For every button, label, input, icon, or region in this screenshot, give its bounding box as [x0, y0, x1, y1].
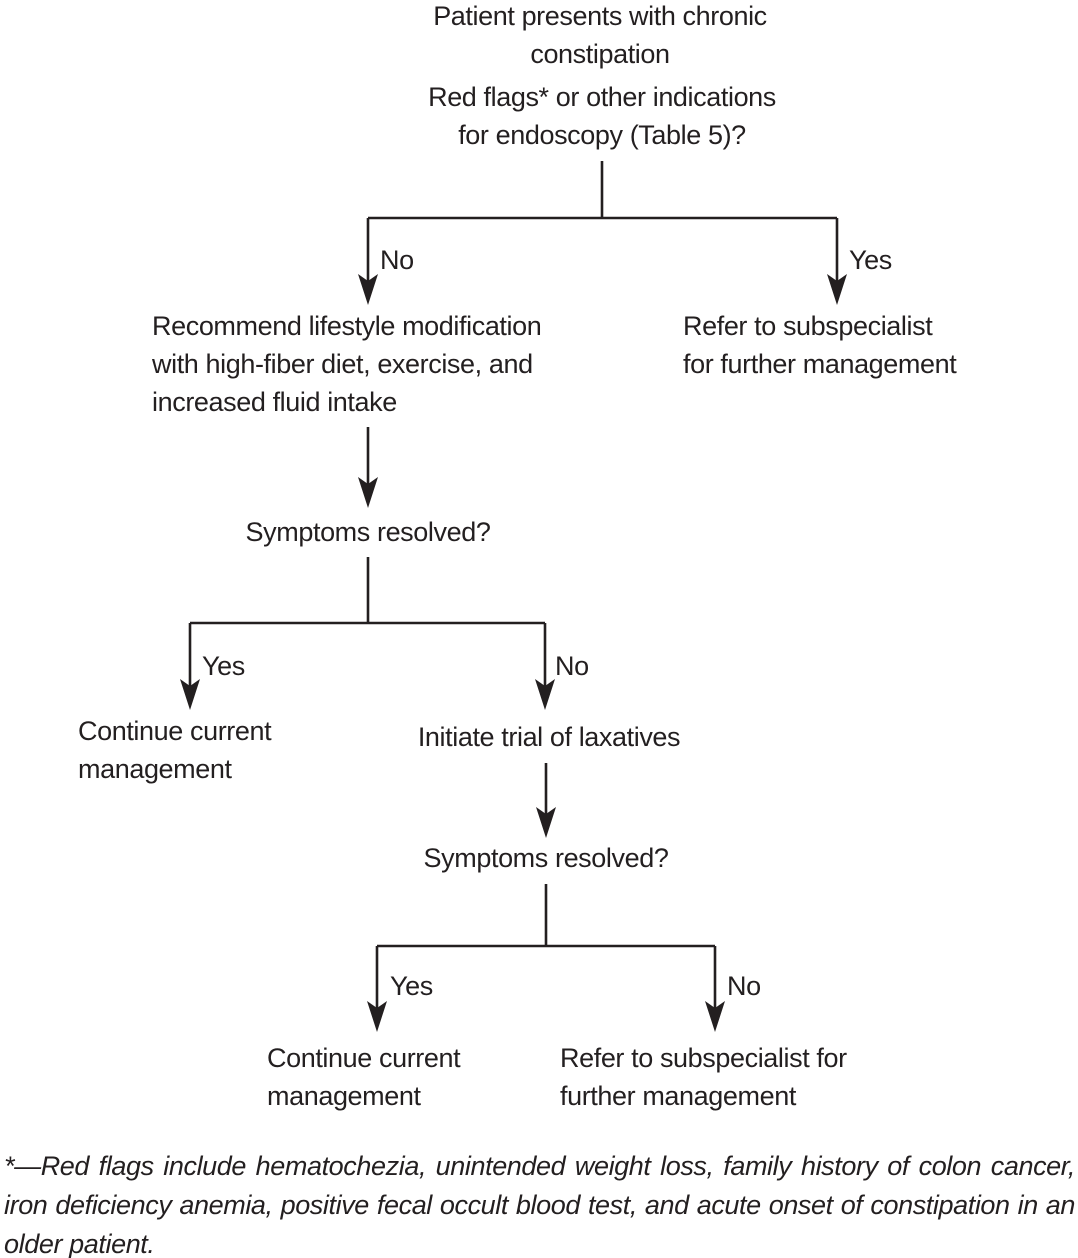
node-text-line: for endoscopy (Table 5)?	[458, 120, 746, 150]
arrowhead-branch2-left	[180, 679, 200, 710]
node-red-flags-question: Red flags* or other indications for endo…	[382, 78, 822, 154]
arrowhead-branch2-right	[535, 679, 555, 710]
branch-label-endoscopy-yes: Yes	[849, 245, 892, 275]
arrowhead-branch3-right	[705, 1001, 725, 1032]
arrowhead-to-symptoms2	[536, 807, 556, 838]
node-text-line: management	[78, 754, 232, 784]
node-symptoms-resolved-2: Symptoms resolved?	[396, 839, 696, 877]
arrowhead-to-symptoms1	[358, 477, 378, 508]
node-lifestyle-modification: Recommend lifestyle modification with hi…	[152, 307, 542, 421]
node-continue-management-1: Continue current management	[78, 712, 272, 788]
node-text-line: Red flags* or other indications	[428, 82, 776, 112]
node-text-line: management	[267, 1081, 421, 1111]
node-text-line: for further management	[683, 349, 957, 379]
branch-label-resolved2-yes: Yes	[390, 971, 433, 1001]
node-text-line: Patient presents with chronic	[433, 1, 767, 31]
node-text-line: with high-fiber diet, exercise, and	[152, 349, 533, 379]
node-text-line: Recommend lifestyle modification	[152, 311, 542, 341]
node-text-line: Refer to subspecialist for	[560, 1043, 847, 1073]
node-text-line: constipation	[530, 39, 670, 69]
arrowhead-branch1-right	[827, 274, 847, 305]
arrowhead-branch3-left	[367, 1001, 387, 1032]
node-refer-subspecialist-2: Refer to subspecialist for further manag…	[560, 1039, 847, 1115]
node-text-line: Initiate trial of laxatives	[417, 722, 681, 752]
branch-label-resolved1-yes: Yes	[202, 651, 245, 681]
node-text-line: increased fluid intake	[152, 387, 397, 417]
node-continue-management-2: Continue current management	[267, 1039, 461, 1115]
node-refer-subspecialist-1: Refer to subspecialist for further manag…	[683, 307, 957, 383]
node-text-line: Symptoms resolved?	[423, 843, 669, 873]
node-initiate-laxatives: Initiate trial of laxatives	[399, 718, 699, 756]
node-text-line: Refer to subspecialist	[683, 311, 933, 341]
arrowhead-branch1-left	[358, 274, 378, 305]
node-text-line: Symptoms resolved?	[245, 517, 491, 547]
branch-label-resolved2-no: No	[727, 971, 761, 1001]
node-symptoms-resolved-1: Symptoms resolved?	[218, 513, 518, 551]
node-text-line: Continue current	[78, 716, 272, 746]
node-text-line: Continue current	[267, 1043, 461, 1073]
branch-label-endoscopy-no: No	[380, 245, 414, 275]
node-patient-presents: Patient presents with chronic constipati…	[380, 0, 820, 73]
node-text-line: further management	[560, 1081, 796, 1111]
red-flags-footnote: *—Red flags include hematochezia, uninte…	[4, 1151, 1075, 1258]
branch-label-resolved1-no: No	[555, 651, 589, 681]
